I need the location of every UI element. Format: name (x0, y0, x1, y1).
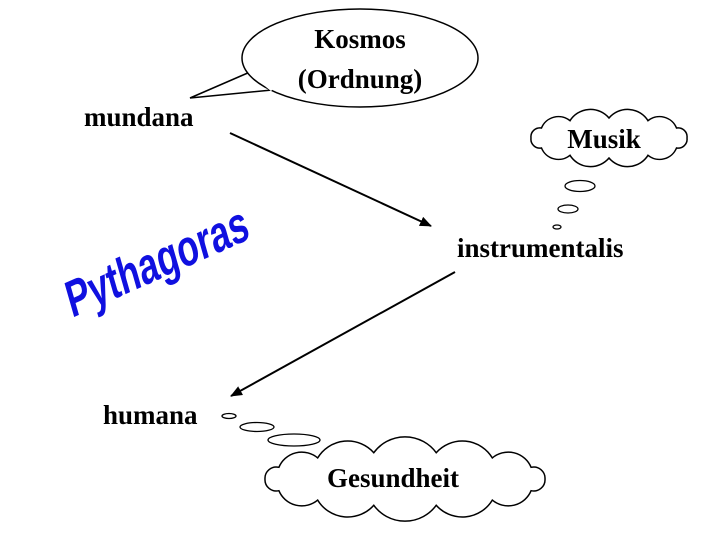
speech-bubble-ellipse (241, 8, 479, 108)
svg-text:Pythagoras: Pythagoras (60, 195, 255, 329)
arrow-mundana-to-instrumentalis (229, 132, 432, 227)
speech-bubble-tail (189, 71, 273, 99)
label-instrumentalis: instrumentalis (457, 233, 624, 263)
thought-bubble (267, 433, 321, 447)
kosmos-text: Kosmos (314, 24, 406, 54)
thought-cloud-musik: Musik (530, 108, 688, 230)
thought-bubble (557, 204, 579, 214)
musik-text: Musik (567, 124, 641, 154)
pythagoras-wordart: Pythagoras (60, 195, 255, 329)
thought-cloud-gesundheit: Gesundheit (221, 412, 546, 522)
cloud-shape (530, 108, 688, 168)
cloud-shape (264, 436, 546, 522)
gesundheit-text: Gesundheit (327, 463, 459, 493)
arrow-instrumentalis-to-humana (230, 271, 456, 397)
thought-bubble (221, 412, 237, 420)
thought-bubble (552, 224, 562, 230)
thought-bubble (564, 179, 596, 193)
label-mundana: mundana (84, 102, 194, 132)
label-humana: humana (103, 400, 198, 430)
ordnung-text: (Ordnung) (298, 64, 423, 94)
speech-bubble-kosmos: Kosmos (Ordnung) (189, 8, 479, 108)
thought-bubble (239, 421, 275, 433)
